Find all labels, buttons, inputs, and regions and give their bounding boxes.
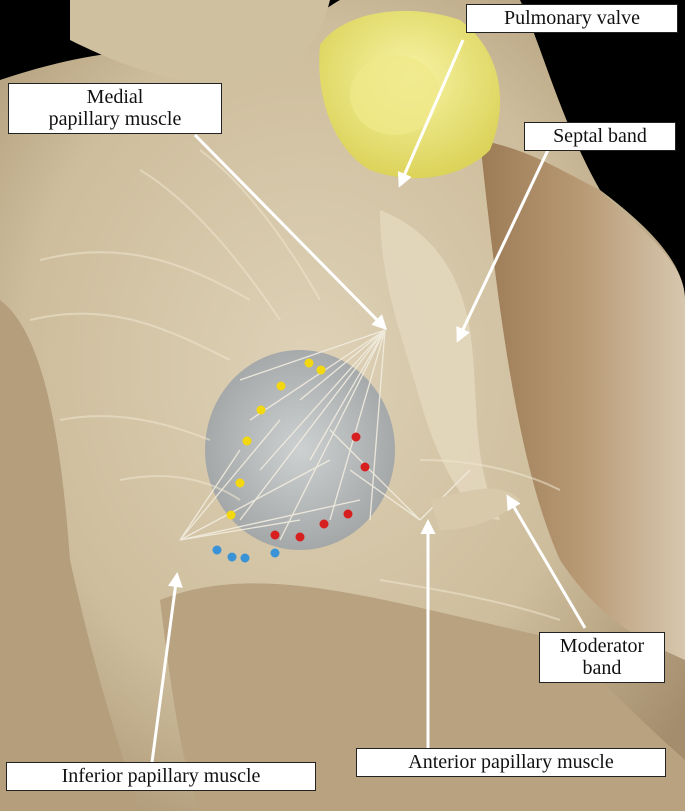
label-text: Medial xyxy=(86,86,144,108)
yellow-marker xyxy=(276,381,286,391)
blue-marker xyxy=(227,552,237,562)
red-marker xyxy=(351,432,361,442)
yellow-marker xyxy=(256,405,266,415)
left-wall xyxy=(0,300,140,811)
red-marker xyxy=(319,519,329,529)
trabeculae xyxy=(29,149,561,621)
yellow-marker xyxy=(304,358,314,368)
arrow-inferior-papillary xyxy=(150,572,183,763)
yellow-marker xyxy=(235,478,245,488)
red-marker xyxy=(295,532,305,542)
pointer-arrows xyxy=(150,39,587,763)
valve-orifice xyxy=(350,55,440,135)
blue-marker xyxy=(240,553,250,563)
yellow-markers xyxy=(226,358,326,520)
label-anterior-papillary-muscle: Anterior papillary muscle xyxy=(356,748,666,777)
blue-marker xyxy=(270,548,280,558)
moderator-band-tissue xyxy=(430,488,520,530)
label-text: papillary muscle xyxy=(48,108,182,130)
label-medial-papillary-muscle: Medial papillary muscle xyxy=(8,83,222,134)
upper-vessel xyxy=(70,0,330,83)
red-marker xyxy=(270,530,280,540)
right-wall xyxy=(480,140,685,660)
red-marker xyxy=(360,462,370,472)
label-text: Septal band xyxy=(553,125,647,147)
label-text: band xyxy=(582,657,622,679)
yellow-marker xyxy=(226,510,236,520)
label-inferior-papillary-muscle: Inferior papillary muscle xyxy=(6,762,316,791)
cavity xyxy=(205,350,395,550)
blue-marker xyxy=(212,545,222,555)
yellow-marker xyxy=(316,365,326,375)
arrow-septal-band xyxy=(456,149,550,343)
arrow-medial-papillary xyxy=(193,133,388,331)
label-septal-band: Septal band xyxy=(524,122,676,151)
red-marker xyxy=(343,509,353,519)
label-text: Pulmonary valve xyxy=(503,7,641,29)
yellow-marker xyxy=(242,436,252,446)
label-text: Moderator xyxy=(559,635,645,657)
blue-markers xyxy=(212,545,280,563)
arrow-pulmonary-valve xyxy=(397,39,465,188)
red-markers xyxy=(270,432,370,542)
arrow-moderator-band xyxy=(506,494,587,629)
chordae-tendineae xyxy=(179,329,471,541)
label-pulmonary-valve: Pulmonary valve xyxy=(466,4,678,33)
label-text: Anterior papillary muscle xyxy=(408,751,614,773)
label-moderator-band: Moderator band xyxy=(539,632,665,683)
label-text: Inferior papillary muscle xyxy=(61,765,261,787)
septal-band-ridge xyxy=(380,210,500,520)
